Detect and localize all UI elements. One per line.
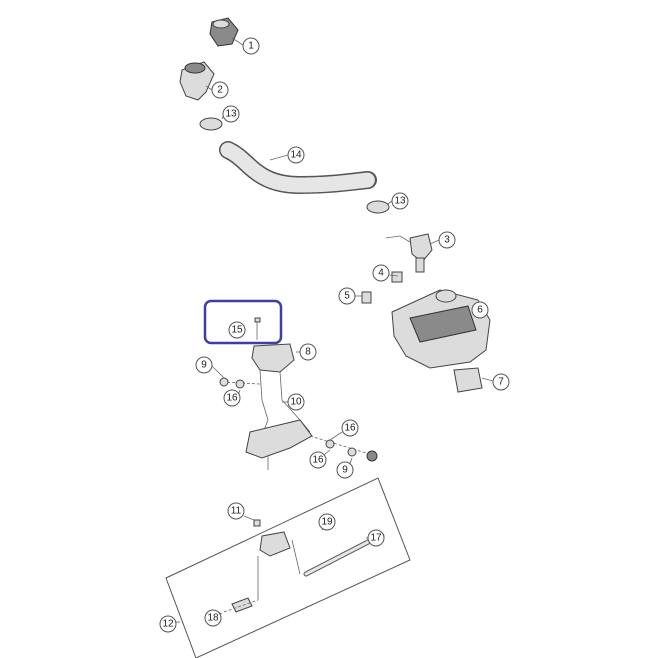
svg-text:4: 4 <box>378 268 384 279</box>
callout-1: 1 <box>242 37 260 55</box>
part-5-bolt <box>361 291 372 304</box>
callout-16-left: 16 <box>223 389 241 407</box>
svg-text:11: 11 <box>231 506 242 517</box>
callout-17: 17 <box>367 529 385 547</box>
part-4-fitting <box>391 271 403 283</box>
callout-15: 15 <box>228 321 246 339</box>
svg-text:13: 13 <box>394 196 406 207</box>
svg-text:15: 15 <box>231 325 243 336</box>
part-3-sensor <box>385 233 433 273</box>
callout-2: 2 <box>211 81 229 99</box>
svg-text:16: 16 <box>344 423 356 434</box>
svg-text:19: 19 <box>321 517 333 528</box>
callout-12: 12 <box>159 615 177 633</box>
callout-7: 7 <box>492 373 510 391</box>
kit-frame-12 <box>165 477 411 658</box>
svg-text:9: 9 <box>342 465 348 476</box>
callout-9-right: 9 <box>336 461 354 479</box>
svg-text:5: 5 <box>344 291 350 302</box>
callout-19: 19 <box>318 513 336 531</box>
callout-5: 5 <box>338 287 356 305</box>
svg-text:13: 13 <box>225 109 237 120</box>
callout-16-bottom: 16 <box>309 451 327 469</box>
svg-text:10: 10 <box>290 397 302 408</box>
svg-text:6: 6 <box>477 305 483 316</box>
part-2-elbow <box>179 61 215 101</box>
svg-text:1: 1 <box>248 41 254 52</box>
callout-4: 4 <box>372 264 390 282</box>
callout-13-upper: 13 <box>222 105 240 123</box>
fasteners-left <box>219 377 261 389</box>
part-13-ring-upper <box>199 117 223 131</box>
svg-text:17: 17 <box>370 533 382 544</box>
callout-10: 10 <box>287 393 305 411</box>
callout-18: 18 <box>204 609 222 627</box>
callout-16-right: 16 <box>341 419 359 437</box>
part-1-cap <box>209 17 239 47</box>
callout-11: 11 <box>227 502 245 520</box>
svg-text:14: 14 <box>290 150 302 161</box>
svg-text:9: 9 <box>201 360 207 371</box>
svg-text:2: 2 <box>217 85 223 96</box>
part-14-hose <box>219 141 377 195</box>
part-15-bolt <box>254 317 261 340</box>
svg-text:12: 12 <box>162 619 174 630</box>
callout-8: 8 <box>299 343 317 361</box>
svg-text:8: 8 <box>305 347 311 358</box>
callout-3: 3 <box>438 231 456 249</box>
part-7-clip <box>453 367 483 393</box>
kit-contents <box>223 519 385 613</box>
callout-9-left: 9 <box>195 356 213 374</box>
part-13-ring-lower <box>366 200 390 214</box>
part-6-airbox <box>391 289 491 369</box>
callout-14: 14 <box>287 146 305 164</box>
svg-text:16: 16 <box>312 455 324 466</box>
part-8-bracket <box>251 343 295 373</box>
highlight-box <box>203 299 283 345</box>
callout-6: 6 <box>471 301 489 319</box>
callout-13-lower: 13 <box>391 192 409 210</box>
svg-text:18: 18 <box>207 613 219 624</box>
svg-text:16: 16 <box>226 393 238 404</box>
fasteners-right <box>309 435 378 462</box>
svg-text:3: 3 <box>444 235 450 246</box>
part-10-frame <box>245 369 313 470</box>
svg-text:7: 7 <box>498 377 504 388</box>
